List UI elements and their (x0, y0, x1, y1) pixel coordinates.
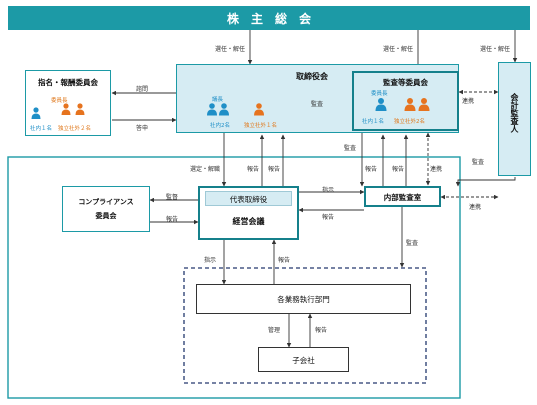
label-report-internal-mgmt: 報告 (322, 214, 335, 221)
accounting-auditor-title: 会計監査人 (510, 93, 519, 133)
board-outside-label: 独立社外１名 (244, 123, 278, 129)
internal-audit-title: 内部監査室 (383, 193, 422, 202)
representative-director-box (205, 191, 292, 206)
person-icon-teal (219, 103, 229, 116)
label-liaison-internal-auditor: 連携 (469, 204, 482, 211)
nomination-inside-label: 社内１名 (30, 126, 53, 132)
label-supervise: 監督 (166, 194, 179, 201)
person-icon-orange (75, 103, 85, 115)
person-icon-teal (207, 103, 217, 116)
management-meeting-title: 経営会議 (232, 217, 265, 226)
person-icon-orange (254, 103, 264, 116)
label-liaison-auditor: 連携 (462, 98, 475, 105)
subsidiaries (258, 347, 349, 372)
label-select-dismiss: 選定・解職 (190, 166, 221, 173)
shareholders-meeting-banner (8, 6, 530, 30)
board-chair-label: 議長 (212, 97, 224, 103)
board-title: 取締役会 (296, 72, 328, 81)
representative-director-label: 代表取締役 (229, 195, 268, 204)
label-report-business: 報告 (278, 257, 291, 264)
person-icon-teal (31, 107, 41, 119)
label-report-internal-2: 報告 (392, 166, 405, 173)
label-instruct-business: 指示 (204, 257, 217, 264)
label-report-mgmt-2: 報告 (268, 166, 281, 173)
compliance-title-line1: コンプライアンス (78, 198, 134, 206)
label-report-compliance: 報告 (166, 216, 179, 223)
subsidiaries-title: 子会社 (292, 356, 315, 365)
label-report-subsidiary: 報告 (315, 327, 328, 334)
label-appoint-board: 選任・解任 (215, 46, 246, 53)
nomination-compensation-committee (25, 70, 111, 136)
compliance-committee (62, 186, 150, 232)
compliance-title-line2: 委員会 (95, 212, 117, 220)
label-instruct-internal: 指示 (322, 187, 335, 194)
nomination-outside-label: 独立社外２名 (58, 126, 92, 132)
board-inside-label: 社内2名 (210, 123, 230, 129)
label-appoint-auditor: 選任・解任 (480, 46, 511, 53)
audit-committee-inside-label: 社内１名 (362, 119, 385, 125)
person-icon-orange (418, 98, 430, 111)
label-audit-business: 監査 (406, 240, 419, 247)
label-audit-internal: 監査 (344, 145, 357, 152)
person-icon-orange (404, 98, 416, 111)
label-audit-auditor: 監査 (472, 159, 485, 166)
shareholders-meeting-title: 株 主 総 会 (226, 12, 311, 26)
label-appoint-audit: 選任・解任 (383, 46, 414, 53)
company-frame (7, 156, 461, 399)
person-icon-teal (375, 98, 387, 111)
audit-committee-title: 監査等委員会 (383, 78, 428, 87)
label-answer: 答申 (136, 125, 149, 132)
label-report-mgmt-1: 報告 (247, 166, 260, 173)
nomination-committee-chair-label: 委員長 (51, 98, 68, 104)
nomination-committee-title: 指名・報酬委員会 (38, 78, 98, 87)
label-liaison-internal: 連携 (430, 166, 443, 173)
business-execution-title: 各業務執行部門 (277, 295, 330, 304)
label-report-internal-1: 報告 (365, 166, 378, 173)
label-manage: 管理 (268, 327, 281, 334)
person-icon-orange (61, 103, 71, 115)
business-execution-departments (196, 284, 411, 314)
audit-supervisory-committee (352, 71, 459, 131)
audit-committee-chair-label: 委員長 (371, 91, 388, 97)
label-audit-board: 監査 (311, 101, 324, 108)
business-area-dashed (183, 267, 427, 384)
accounting-auditor (498, 62, 531, 176)
internal-audit-office (364, 186, 441, 207)
audit-committee-outside-label: 独立社外2名 (394, 119, 425, 125)
label-consult: 諮問 (136, 86, 149, 93)
